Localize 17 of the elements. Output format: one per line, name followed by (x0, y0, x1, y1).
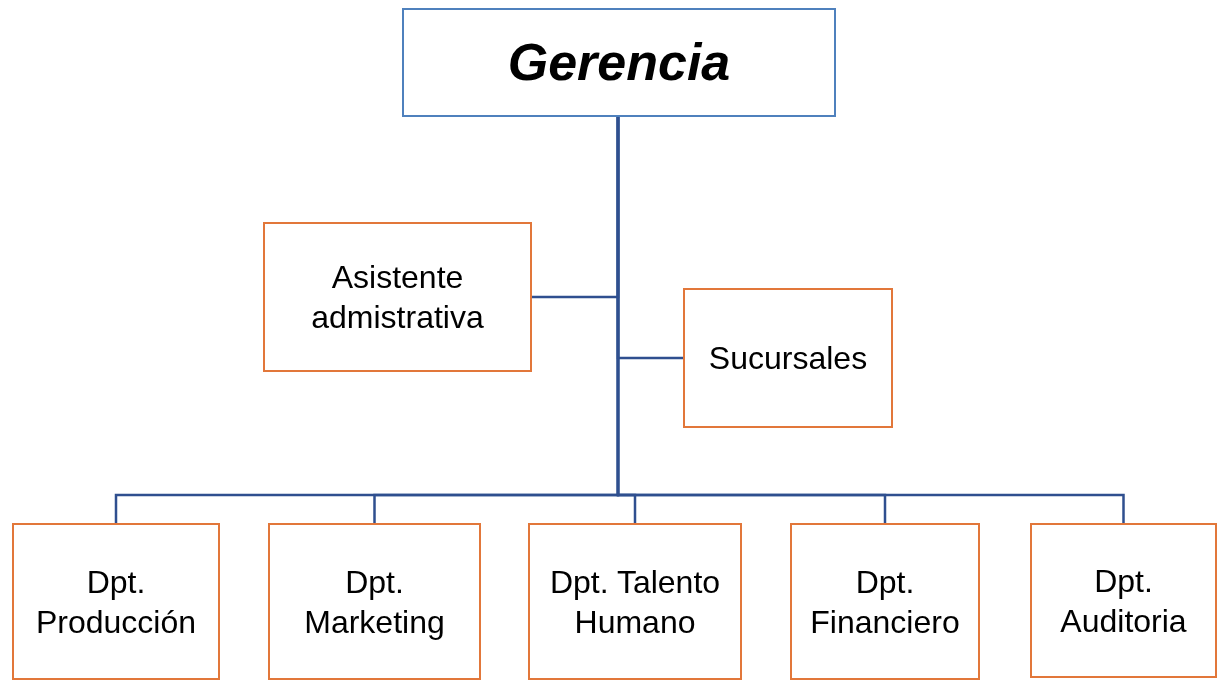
node-label: Dpt. Producción (34, 562, 198, 642)
org-box (1030, 523, 1217, 678)
org-box (683, 288, 893, 428)
org-box (12, 523, 220, 680)
org-box (790, 523, 980, 680)
node-label: Gerencia (506, 32, 732, 93)
org-box (268, 523, 481, 680)
connector-line (616, 117, 1125, 523)
org-box (528, 523, 742, 680)
node-label: Asistente admistrativa (310, 258, 485, 337)
node-label: Dpt. Financiero (809, 562, 961, 642)
org-box (263, 222, 532, 372)
node-label: Dpt. Talento Humano (548, 562, 722, 642)
node-label: Dpt. Marketing (303, 562, 446, 642)
node-label: Sucursales (707, 339, 869, 378)
org-box (402, 8, 836, 117)
node-label: Dpt. Auditoria (1059, 561, 1188, 641)
